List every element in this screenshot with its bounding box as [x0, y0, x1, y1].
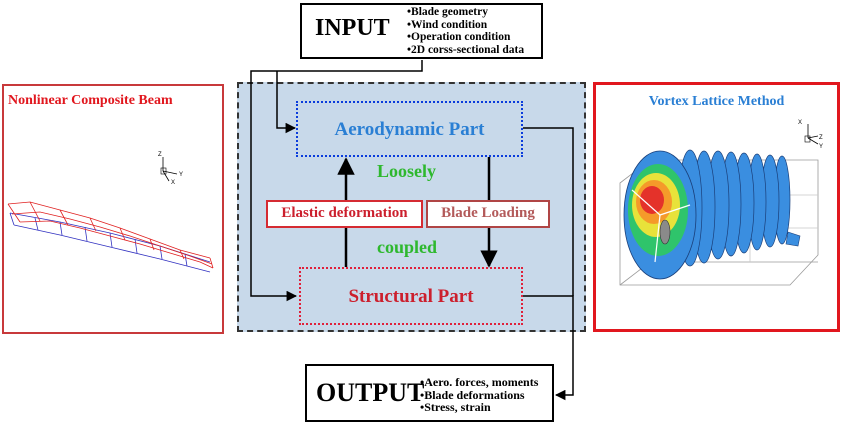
- output-title: OUTPUT: [316, 378, 425, 407]
- beam-mesh-blue-edge-2: [13, 224, 211, 273]
- coupled-label: coupled: [377, 237, 438, 257]
- blade-loading-box: [426, 200, 550, 228]
- elastic-deformation-box: [266, 200, 423, 228]
- beam-axis-x-label: X: [171, 180, 175, 186]
- structural-part-box: [299, 267, 523, 325]
- input-item: •Wind condition: [407, 18, 488, 31]
- structural-part-label: Structural Part: [348, 286, 474, 307]
- beam-model-title: Nonlinear Composite Beam: [8, 93, 173, 108]
- beam-mesh-red-rib: [119, 227, 126, 241]
- input-item: •2D corss-sectional data: [407, 43, 525, 56]
- beam-mesh-red-rib: [59, 209, 69, 226]
- structural-to-output-arrow: [523, 295, 574, 401]
- beam-mesh-blue-rib: [109, 232, 113, 248]
- aerodynamic-part-box: [296, 101, 523, 157]
- beam-mesh-red-rib: [29, 201, 41, 222]
- beam-mesh-red-rib: [89, 217, 97, 232]
- beam-mesh-red-edge-1: [7, 201, 211, 259]
- beam-model-panel: [2, 84, 224, 334]
- beam-mesh-red-rib: [209, 257, 214, 269]
- aerodynamic-part-label: Aerodynamic Part: [334, 119, 485, 140]
- input-list: •Blade geometry •Wind condition •Operati…: [407, 6, 524, 56]
- input-item: •Operation condition: [407, 31, 511, 43]
- beam-axis-triad: Z Y X: [158, 152, 183, 186]
- output-item: •Blade deformations: [420, 387, 525, 402]
- beam-mesh-red-rib: [149, 238, 155, 251]
- vlm-axis-y-label: Y: [819, 144, 823, 150]
- output-item: •Stress, strain: [420, 400, 491, 414]
- output-item: •Aero. forces, moments: [420, 375, 539, 389]
- output-list: •Aero. forces, moments •Blade deformatio…: [420, 376, 538, 414]
- beam-mesh-red-rib: [7, 203, 21, 223]
- beam-mesh-blue-rib: [184, 253, 188, 267]
- vlm-axis-triad: X Z Y: [798, 120, 823, 150]
- input-to-structural-arrow: [250, 60, 423, 302]
- beam-mesh-blue-rib: [59, 221, 63, 236]
- vlm-axis-z-label: Z: [819, 135, 823, 141]
- beam-mesh: [7, 201, 214, 273]
- blade-loading-label: Blade Loading: [441, 205, 535, 221]
- vlm-rotor-disk: [623, 150, 801, 280]
- beam-mesh-blue-rib: [134, 238, 138, 254]
- output-box: [305, 364, 554, 422]
- input-box: [300, 3, 543, 59]
- beam-axis-z-label: Z: [158, 152, 162, 158]
- elastic-deformation-label: Elastic deformation: [281, 205, 408, 221]
- beam-mesh-red-rib: [179, 249, 185, 260]
- beam-mesh-red-edge-2: [11, 211, 213, 265]
- vlm-axis-x-label: X: [798, 120, 802, 126]
- input-to-aerodynamic-arrow: [276, 71, 297, 134]
- input-item: •Blade geometry: [407, 6, 488, 18]
- beam-axis-y-label: Y: [179, 172, 183, 178]
- vortex-lattice-title: Vortex Lattice Method: [648, 94, 785, 109]
- beam-mesh-blue-rib: [34, 217, 39, 231]
- beam-mesh-blue-rib: [9, 212, 15, 226]
- input-title: INPUT: [315, 15, 390, 41]
- aerodynamic-to-output-line: [523, 127, 574, 296]
- loosely-label: Loosely: [377, 161, 437, 181]
- beam-mesh-blue-rib: [159, 245, 163, 260]
